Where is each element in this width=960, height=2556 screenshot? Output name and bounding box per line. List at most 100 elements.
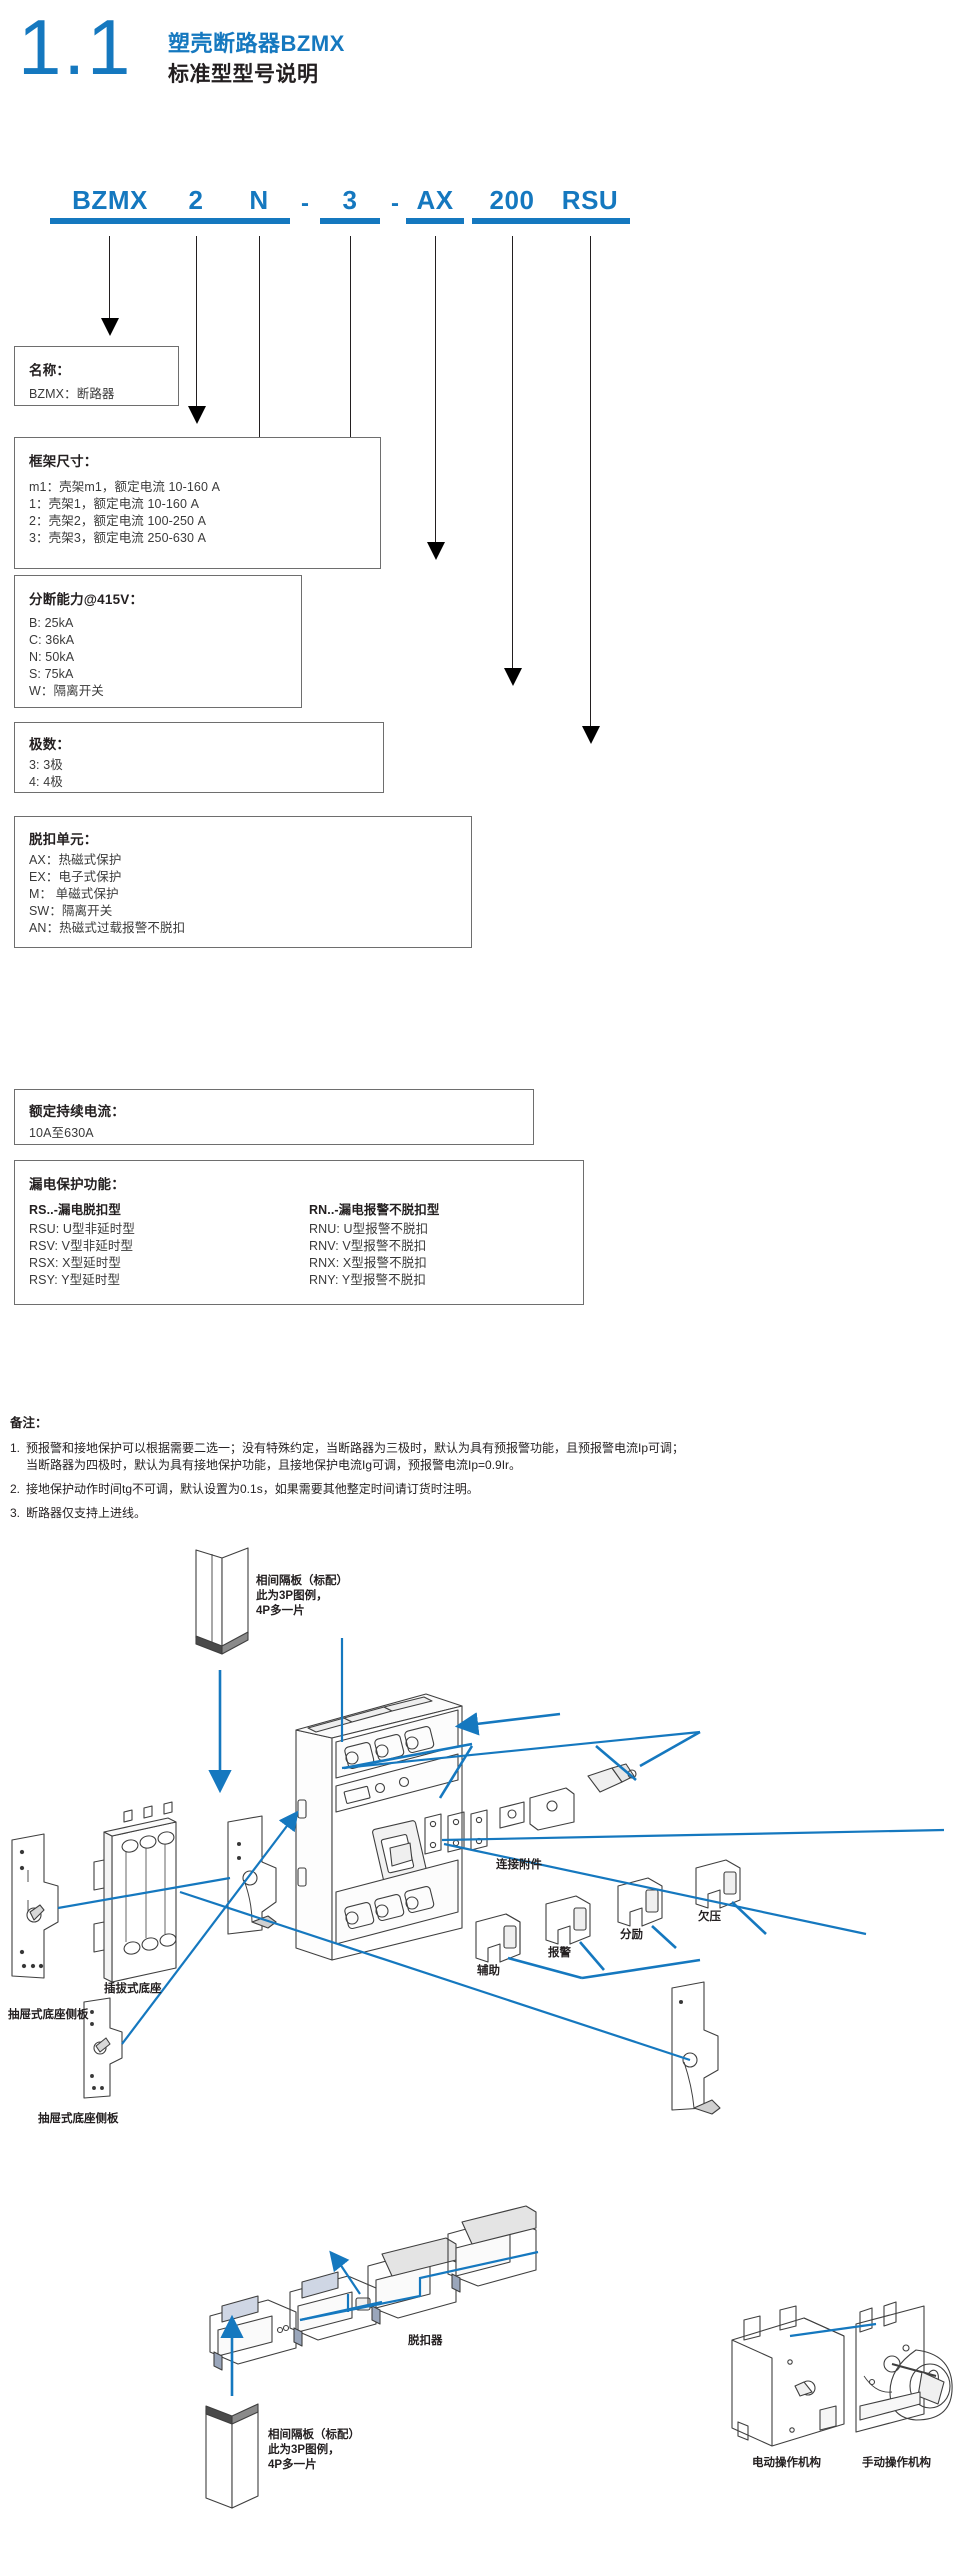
model-code-row: BZMX 2 N - 3 - AX 200 RSU bbox=[0, 185, 960, 245]
code-segment-frame: 2 bbox=[164, 185, 228, 224]
box-poles: 极数： 3: 3极 4: 4极 bbox=[14, 722, 384, 793]
box-line: m1：壳架m1，额定电流 10-160 A bbox=[29, 480, 221, 494]
col-item: RNV: V型报警不脱扣 bbox=[309, 1239, 427, 1253]
page-header: 1.1 塑壳断路器BZMX 标准型型号说明 bbox=[0, 0, 960, 120]
leader-line-current bbox=[512, 236, 513, 670]
box-line: 3: 3极 bbox=[29, 758, 63, 772]
box-name: 名称： BZMX：断路器 bbox=[14, 346, 179, 406]
leader-arrow-current bbox=[504, 668, 522, 686]
col-item: RNY: Y型报警不脱扣 bbox=[309, 1273, 426, 1287]
note-number: 2. bbox=[10, 1482, 21, 1496]
note-text: 预报警和接地保护可以根据需要二选一；没有特殊约定，当断路器为三极时，默认为具有预… bbox=[26, 1440, 950, 1474]
box-title: 框架尺寸： bbox=[29, 454, 98, 469]
drawout-side-plate-1-graphic bbox=[11, 1833, 59, 1979]
right-side-plate-graphic bbox=[671, 1981, 721, 2115]
notes-section: 备注： 1. 预报警和接地保护可以根据需要二选一；没有特殊约定，当断路器为三极时… bbox=[10, 1412, 950, 1529]
box-trip-unit: 脱扣单元： AX：热磁式保护 EX：电子式保护 M： 单磁式保护 SW：隔离开关… bbox=[14, 816, 472, 948]
note-item: 3. 断路器仅支持上进线。 bbox=[10, 1505, 950, 1522]
note-line: 预报警和接地保护可以根据需要二选一；没有特殊约定，当断路器为三极时，默认为具有预… bbox=[26, 1441, 685, 1455]
diagram-graphics bbox=[11, 1547, 953, 2509]
col-item: RSV: V型非延时型 bbox=[29, 1239, 134, 1253]
label-trip-units: 脱扣器 bbox=[408, 2335, 443, 2347]
leader-arrow-trip bbox=[427, 542, 445, 560]
box-line: SW：隔离开关 bbox=[29, 904, 113, 918]
box-title: 额定持续电流： bbox=[29, 1104, 125, 1119]
col-item: RNX: X型报警不脱扣 bbox=[309, 1256, 427, 1270]
shunt-block-graphic bbox=[617, 1877, 663, 1927]
code-underline bbox=[50, 218, 170, 224]
connect-accessory-graphic bbox=[424, 1763, 637, 1855]
box-title: 漏电保护功能： bbox=[29, 1177, 125, 1192]
col-heading-text: 漏电脱扣型 bbox=[57, 1203, 121, 1217]
code-segment-current: 200 bbox=[472, 185, 552, 224]
trip-units-graphic bbox=[209, 2205, 537, 2371]
code-separator-2: - bbox=[391, 190, 399, 217]
code-underline bbox=[164, 218, 228, 224]
box-breaking-capacity: 分断能力@415V： B: 25kA C: 36kA N: 50kA S: 75… bbox=[14, 575, 302, 708]
leader-line-breaking bbox=[259, 236, 260, 548]
diagram-leader-lines bbox=[57, 1638, 945, 2396]
col-item: RSX: X型延时型 bbox=[29, 1256, 121, 1270]
label-barrier-top: 相间隔板（标配） 此为3P图例， 4P多一片 bbox=[256, 1575, 348, 1617]
code-text: N bbox=[249, 185, 269, 215]
box-title: 分断能力@415V： bbox=[29, 592, 144, 607]
leader-line-poles bbox=[350, 236, 351, 464]
section-number: 1.1 bbox=[18, 3, 133, 91]
earth-leakage-col-right: RN..-漏电报警不脱扣型 RNU: U型报警不脱扣 RNV: V型报警不脱扣 … bbox=[309, 1202, 439, 1289]
leader-arrow-name bbox=[101, 318, 119, 336]
leader-line-frame bbox=[196, 236, 197, 408]
col-heading: RS..-漏电脱扣型 bbox=[29, 1202, 309, 1219]
code-segment-bzmx: BZMX bbox=[50, 185, 170, 224]
leader-line-leakage bbox=[590, 236, 591, 728]
auxiliary-block-graphic bbox=[475, 1913, 521, 1963]
col-heading-code: RN..- bbox=[309, 1203, 339, 1217]
code-text: BZMX bbox=[72, 185, 148, 215]
label-motor-operator: 电动操作机构 bbox=[752, 2457, 821, 2469]
box-line: C: 36kA bbox=[29, 633, 75, 647]
col-heading-text: 漏电报警不脱扣型 bbox=[338, 1203, 440, 1217]
box-line: M： 单磁式保护 bbox=[29, 887, 119, 901]
code-separator-1: - bbox=[301, 190, 309, 217]
box-rated-current: 额定持续电流： 10A至630A bbox=[14, 1089, 534, 1145]
leader-arrow-frame bbox=[188, 406, 206, 424]
label-connect-accessory: 连接附件 bbox=[496, 1859, 542, 1871]
page-subtitle: 标准型型号说明 bbox=[168, 63, 319, 86]
barrier-top-graphic bbox=[195, 1547, 249, 1655]
col-heading-code: RS..- bbox=[29, 1203, 58, 1217]
barrier-bottom-graphic bbox=[205, 2403, 259, 2509]
box-line: AX：热磁式保护 bbox=[29, 853, 122, 867]
box-line: 10A至630A bbox=[29, 1126, 94, 1140]
code-segment-trip: AX bbox=[406, 185, 464, 224]
box-line: 1：壳架1，额定电流 10-160 A bbox=[29, 497, 200, 511]
box-line: N: 50kA bbox=[29, 650, 75, 664]
code-text: 2 bbox=[188, 185, 204, 215]
label-auxiliary: 辅助 bbox=[477, 1965, 500, 1977]
col-item: RNU: U型报警不脱扣 bbox=[309, 1222, 429, 1236]
box-line: S: 75kA bbox=[29, 667, 74, 681]
code-underline bbox=[550, 218, 630, 224]
label-barrier-bottom: 相间隔板（标配） 此为3P图例， 4P多一片 bbox=[268, 2429, 360, 2471]
box-line: 4: 4极 bbox=[29, 775, 63, 789]
code-segment-poles: 3 bbox=[320, 185, 380, 224]
label-plugin-base: 插拔式底座 bbox=[104, 1983, 162, 1995]
note-item: 2. 接地保护动作时间tg不可调，默认设置为0.1s，如果需要其他整定时间请订货… bbox=[10, 1481, 950, 1498]
label-alarm: 报警 bbox=[548, 1947, 571, 1959]
note-item: 1. 预报警和接地保护可以根据需要二选一；没有特殊约定，当断路器为三极时，默认为… bbox=[10, 1440, 950, 1474]
plugin-base-graphic bbox=[93, 1801, 177, 1983]
box-line: 2：壳架2，额定电流 100-250 A bbox=[29, 514, 207, 528]
box-line: 3：壳架3，额定电流 250-630 A bbox=[29, 531, 207, 545]
code-underline bbox=[320, 218, 380, 224]
exploded-diagram: 相间隔板（标配） 此为3P图例， 4P多一片 相间隔板（标配） 此为3P图例， … bbox=[0, 1530, 960, 2556]
code-text: 200 bbox=[489, 185, 535, 215]
leader-line-name bbox=[109, 236, 110, 320]
box-line: EX：电子式保护 bbox=[29, 870, 122, 884]
col-item: RSU: U型非延时型 bbox=[29, 1222, 135, 1236]
box-title: 名称： bbox=[29, 363, 71, 378]
undervoltage-block-graphic bbox=[695, 1859, 741, 1909]
code-segment-breaking: N bbox=[228, 185, 290, 224]
earth-leakage-col-left: RS..-漏电脱扣型 RSU: U型非延时型 RSV: V型非延时型 RSX: … bbox=[29, 1202, 309, 1289]
notes-title: 备注： bbox=[10, 1416, 48, 1430]
note-line: 当断路器为四极时，默认为具有接地保护功能，且接地保护电流Ig可调，预报警电流Ip… bbox=[26, 1458, 522, 1472]
breaker-body-graphic bbox=[295, 1693, 463, 1961]
